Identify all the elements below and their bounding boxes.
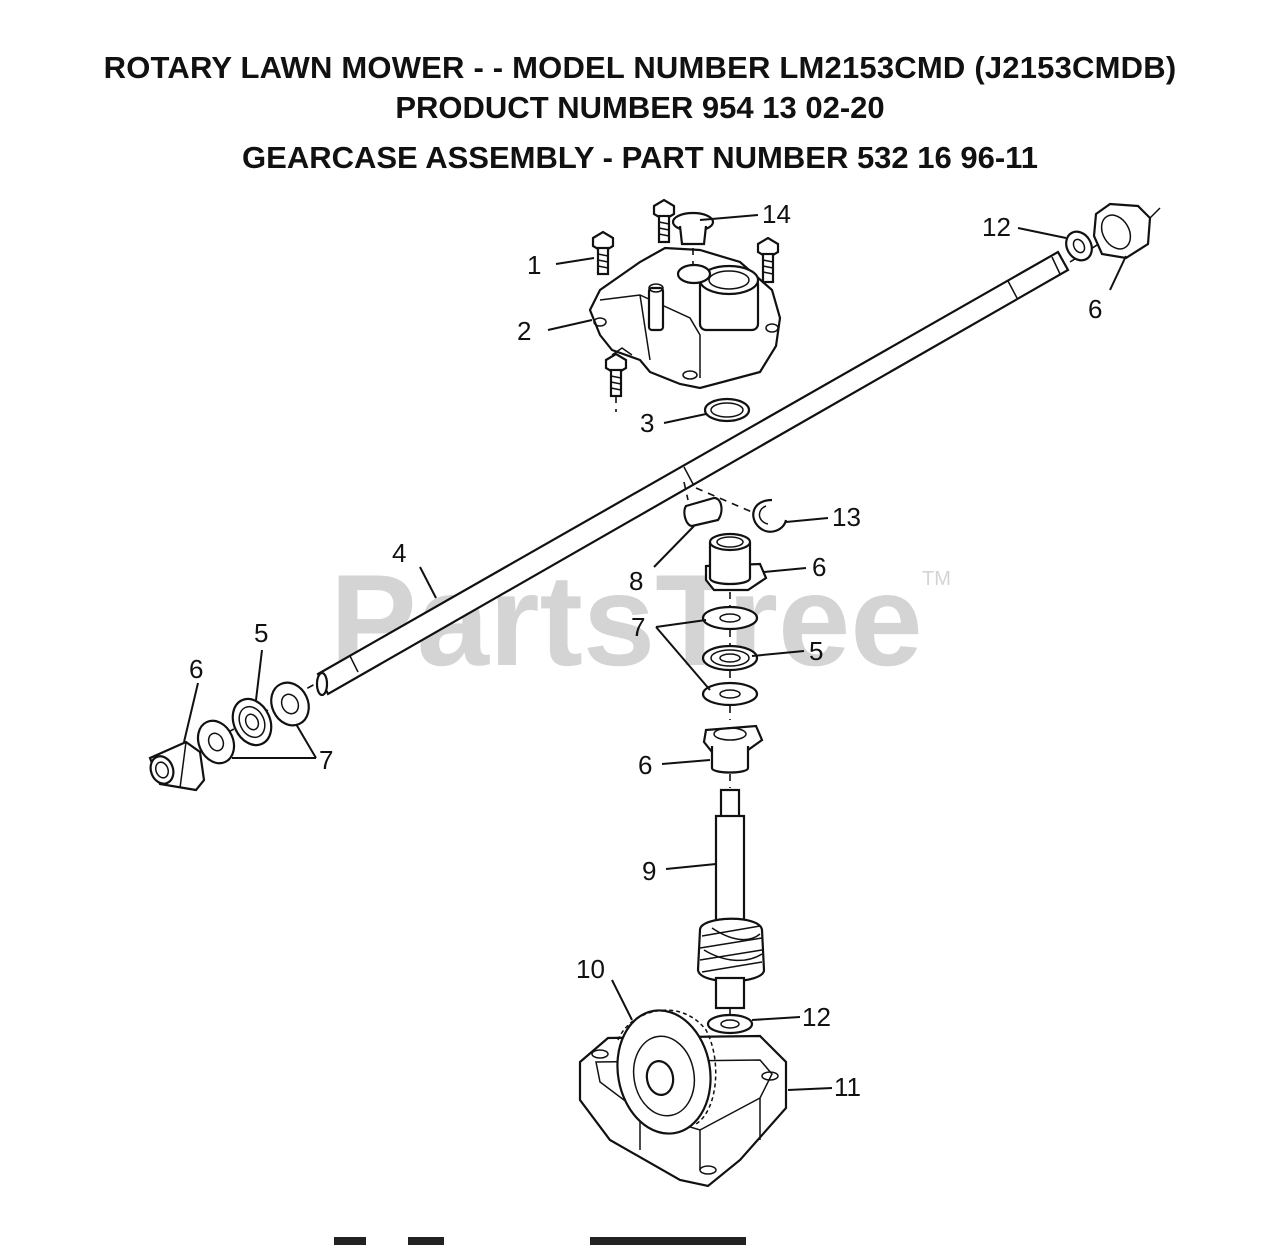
bolt-right[interactable] <box>756 236 780 284</box>
part-6-bearing-left[interactable] <box>147 740 206 792</box>
callout-12-upper: 12 <box>982 212 1011 242</box>
bolt-left-upper[interactable] <box>591 230 615 276</box>
callout-12-lower: 12 <box>802 1002 831 1032</box>
part-14-plug[interactable] <box>671 211 715 266</box>
bolt-left-lower[interactable] <box>604 352 628 412</box>
title-assembly: GEARCASE ASSEMBLY - PART NUMBER 532 16 9… <box>242 140 1038 175</box>
part-1-bolts[interactable] <box>591 198 780 412</box>
watermark-trademark: TM <box>922 568 951 590</box>
callout-7-left: 7 <box>319 745 333 775</box>
callout-4: 4 <box>392 538 406 568</box>
callout-14: 14 <box>762 199 791 229</box>
part-7-washer-left-inner[interactable] <box>264 676 315 731</box>
part-6-bearing-upper-right[interactable] <box>1092 202 1161 260</box>
part-8-key[interactable] <box>683 481 723 528</box>
part-7-washer-center-bottom[interactable] <box>701 681 759 707</box>
bolt-top-center[interactable] <box>652 198 676 244</box>
callout-8: 8 <box>629 566 643 596</box>
part-2-upper-gearcase[interactable] <box>588 246 782 390</box>
callout-6-center-upper: 6 <box>812 552 826 582</box>
part-5-thrust-bearing-center[interactable] <box>701 644 759 672</box>
part-5-thrust-bearing-left[interactable] <box>226 693 279 752</box>
part-7-washer-center-top[interactable] <box>701 605 759 631</box>
callout-1: 1 <box>527 250 541 280</box>
callout-3: 3 <box>640 408 654 438</box>
callout-6-upper-right: 6 <box>1088 294 1102 324</box>
part-7-washer-left-outer[interactable] <box>191 715 240 769</box>
callout-13: 13 <box>832 502 861 532</box>
callout-labels: 1 2 3 4 5 5 6 6 6 6 7 7 8 9 10 11 12 12 … <box>189 199 1102 1102</box>
callout-6-center-lower: 6 <box>638 750 652 780</box>
part-6-bearing-center-upper[interactable] <box>704 532 768 606</box>
callout-2: 2 <box>517 316 531 346</box>
part-9-worm-shaft[interactable] <box>696 788 766 1016</box>
callout-10: 10 <box>576 954 605 984</box>
callout-11: 11 <box>834 1072 861 1102</box>
title-product: PRODUCT NUMBER 954 13 02-20 <box>395 90 885 125</box>
title-model: ROTARY LAWN MOWER - - MODEL NUMBER LM215… <box>103 50 1177 85</box>
callout-6-left: 6 <box>189 654 203 684</box>
callout-5-left: 5 <box>254 618 268 648</box>
part-6-bearing-center-lower[interactable] <box>702 724 764 788</box>
callout-5-center: 5 <box>809 636 823 666</box>
part-12-washer-upper[interactable] <box>1061 227 1097 265</box>
part-10-gear[interactable] <box>608 1003 720 1141</box>
callout-9: 9 <box>642 856 656 886</box>
callout-7-center: 7 <box>631 612 645 642</box>
cropped-footer-fragments <box>334 1237 746 1245</box>
leader-lines <box>183 214 1127 1091</box>
part-3-gasket[interactable] <box>703 397 751 423</box>
part-12-washer-lower[interactable] <box>706 1013 754 1035</box>
part-13-clip[interactable] <box>695 487 788 533</box>
